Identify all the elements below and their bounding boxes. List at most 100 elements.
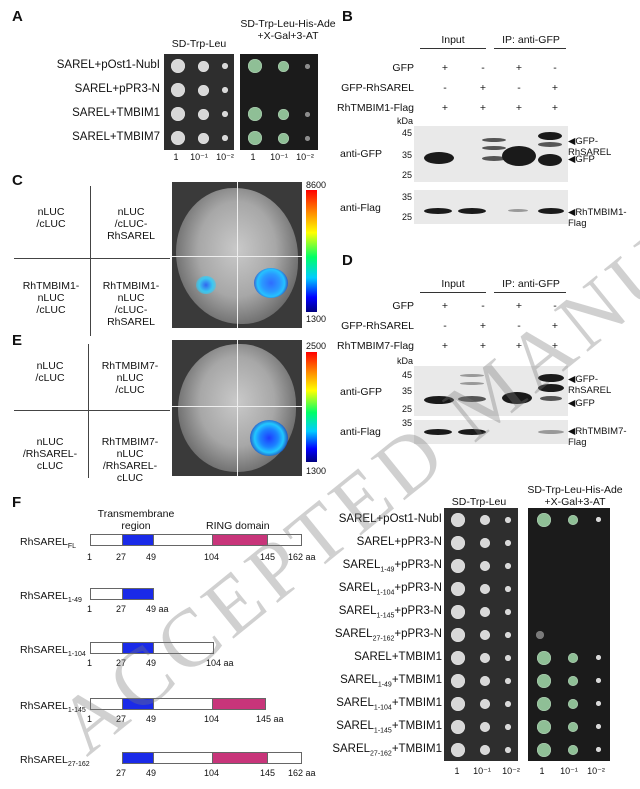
yeast-row [444, 508, 518, 531]
panel-e-q2: RhTMBIM7-nLUC /cLUC [101, 360, 159, 396]
tm-segment [122, 588, 154, 600]
yeast-row [528, 531, 610, 554]
panel-e-vline [88, 344, 89, 478]
tick: 104 [204, 768, 220, 778]
yeast-spot [536, 719, 551, 734]
panel-a-row-label: SAREL+TMBIM1 [72, 107, 160, 119]
panel-d-blot-gfp [414, 366, 568, 416]
yeast-spot [596, 724, 602, 729]
yeast-row [528, 646, 610, 669]
yeast-spot [479, 514, 490, 525]
yeast-spot [568, 744, 579, 755]
yeast-spot [536, 650, 551, 665]
yeast-spot [504, 516, 511, 523]
tick: 27 [116, 604, 127, 614]
panel-d-marker: 35 [401, 418, 412, 428]
panel-a-plate-left [164, 54, 234, 150]
yeast-spot [451, 742, 466, 757]
panel-a-header-right: SD-Trp-Leu-His-Ade +X-Gal+3-AT [240, 18, 336, 42]
panel-b-marker: 35 [401, 192, 412, 202]
panel-b-input-header: Input [441, 34, 465, 46]
panel-c-colorbar [306, 190, 317, 312]
yeast-row-label: SAREL1-104+pPR3-N [338, 582, 442, 597]
yeast-spot [479, 698, 490, 709]
panel-c-label: C [12, 172, 23, 189]
panel-e-scale-min: 1300 [306, 466, 327, 476]
panel-b-band-label: ◀GFP-RhSAREL [568, 136, 612, 158]
yeast-spot [596, 655, 602, 660]
panel-d-condition-table: GFP + - + - GFP-RhSAREL - + - + RhTMBIM7… [330, 296, 580, 356]
yeast-spot [596, 517, 602, 522]
yeast-row [444, 669, 518, 692]
yeast-spot [596, 701, 602, 706]
panel-c-image [172, 182, 302, 328]
panel-a-row-labels: SAREL+pOst1-NubI SAREL+pPR3-N SAREL+TMBI… [2, 54, 160, 150]
yeast-spot [451, 673, 466, 688]
yeast-spot [504, 631, 511, 638]
yeast-spot [504, 723, 511, 730]
yeast-spot [479, 744, 490, 755]
yeast-spot [596, 747, 602, 752]
tick: 1 [87, 658, 93, 668]
panel-d-ip-line [494, 292, 566, 293]
panel-d-blot-flag [414, 420, 568, 444]
tick: 104 aa [206, 658, 234, 668]
panel-c-q2: nLUC /cLUC-RhSAREL [107, 206, 155, 242]
yeast-spot [479, 652, 490, 663]
panel-d-antibody-flag: anti-Flag [340, 426, 381, 438]
panel-f-header-left: SD-Trp-Leu [451, 496, 507, 508]
panel-b-row: RhTMBIM1-Flag + + + + [336, 102, 559, 114]
yeast-row [528, 577, 610, 600]
panel-b-marker: 45 [401, 128, 412, 138]
ring-segment [212, 752, 268, 764]
panel-d-band-label: ◀RhTMBIM7-Flag [568, 426, 627, 448]
panel-b-row: GFP + - + - [392, 62, 557, 74]
panel-b-antibody-gfp: anti-GFP [340, 148, 383, 160]
yeast-spot [504, 654, 511, 661]
panel-d-row: RhTMBIM7-Flag + + + + [336, 340, 559, 352]
tick: 104 [204, 714, 220, 724]
tm-segment [122, 752, 154, 764]
panel-d-row: GFP-RhSAREL - + - + [341, 320, 559, 332]
tm-segment [122, 698, 154, 710]
panel-a-dilutions: 1 10⁻¹ 10⁻² 1 10⁻¹ 10⁻² [173, 152, 314, 162]
panel-e-q4: RhTMBIM7-nLUC /RhSAREL-cLUC [101, 436, 159, 484]
yeast-row-label: SAREL1-145+TMBIM1 [336, 720, 442, 735]
panel-b-row: GFP-RhSAREL - + - + [341, 82, 559, 94]
yeast-row [444, 692, 518, 715]
tick: 27 [116, 768, 127, 778]
tick: 1 [87, 714, 93, 724]
construct-label: RhSAREL1-104 [20, 644, 86, 659]
yeast-row [528, 692, 610, 715]
panel-f-plate-right [528, 508, 610, 761]
panel-e-scale-max: 2500 [306, 341, 327, 351]
panel-c-q3: RhTMBIM1-nLUC /cLUC [22, 280, 80, 316]
yeast-row [444, 646, 518, 669]
yeast-row-label: SAREL1-145+pPR3-N [338, 605, 442, 620]
panel-d-marker: 35 [401, 386, 412, 396]
panel-e-colorbar [306, 352, 317, 462]
panel-d-band-label: ◀GFP [568, 398, 595, 409]
yeast-spot [568, 698, 579, 709]
yeast-row-label: SAREL1-49+pPR3-N [342, 559, 442, 574]
panel-f-header-right: SD-Trp-Leu-His-Ade +X-Gal+3-AT [527, 484, 623, 508]
panel-e-image [172, 340, 302, 476]
panel-d-ip-header: IP: anti-GFP [502, 278, 560, 290]
yeast-row [444, 577, 518, 600]
yeast-spot [536, 630, 544, 639]
yeast-spot [479, 721, 490, 732]
yeast-spot [504, 677, 511, 684]
panel-b-ip-header: IP: anti-GFP [502, 34, 560, 46]
tick: 49 [146, 714, 157, 724]
yeast-spot [451, 604, 466, 619]
panel-a-header-left: SD-Trp-Leu [171, 38, 227, 50]
panel-d-marker: 25 [401, 404, 412, 414]
panel-d-input-header: Input [441, 278, 465, 290]
yeast-spot [568, 675, 579, 686]
yeast-spot [479, 675, 490, 686]
panel-a-row-label: SAREL+pOst1-NubI [56, 59, 160, 71]
construct-label: RhSAREL1-49 [20, 590, 82, 605]
yeast-spot [451, 696, 466, 711]
yeast-spot [479, 560, 490, 571]
